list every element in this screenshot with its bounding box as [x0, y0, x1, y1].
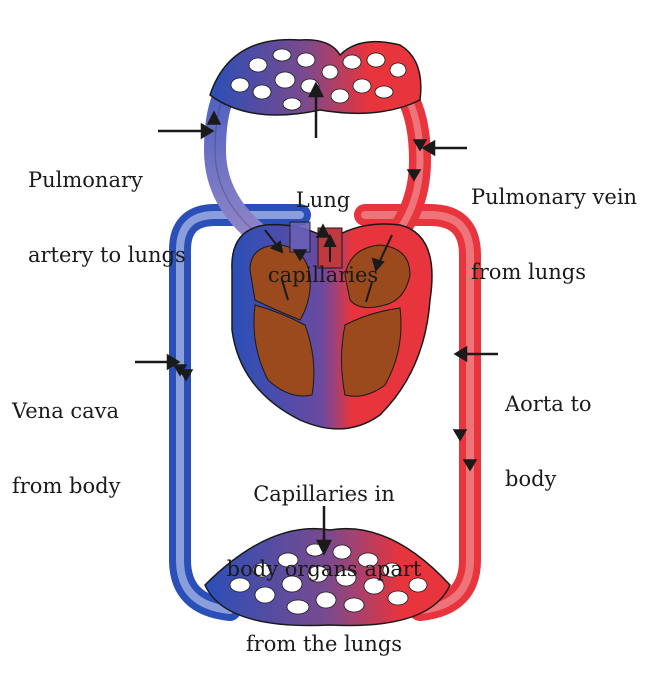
- vena-cava-label-line1: Vena cava: [12, 399, 120, 423]
- vena-cava-label: Vena cava from body: [12, 349, 120, 524]
- pulmonary-vein-label-line2: from lungs: [471, 260, 587, 284]
- pulmonary-artery-label-line2: artery to lungs: [28, 243, 186, 267]
- aorta-label-line2: body: [505, 467, 557, 491]
- aorta-label-line1: Aorta to: [505, 392, 592, 416]
- body-capillary-bed: [204, 527, 451, 627]
- heart: [231, 221, 433, 430]
- flow-arrows: [172, 110, 478, 472]
- pulmonary-vein-label-line1: Pulmonary vein: [471, 185, 638, 209]
- pulmonary-vein-label: Pulmonary vein from lungs: [471, 135, 637, 310]
- body-capillaries-label-line2: body organs apart: [226, 557, 422, 581]
- lung-capillaries-label: Lung capillaries: [264, 138, 382, 313]
- lung-capillaries-label-line1: Lung: [295, 188, 351, 212]
- pulmonary-artery-label: Pulmonary artery to lungs: [28, 118, 186, 293]
- body-capillaries-label-line3: from the lungs: [245, 632, 403, 656]
- pointer-lines: [135, 81, 498, 556]
- body-capillaries-label-line1: Capillaries in: [253, 482, 395, 506]
- systemic-circulation: [169, 204, 481, 621]
- vena-cava-label-line2: from body: [12, 474, 121, 498]
- lung-capillary-bed: [209, 38, 422, 116]
- body-capillaries-label: Capillaries in body organs apart from th…: [222, 432, 426, 682]
- pulmonary-artery-label-line1: Pulmonary: [28, 168, 143, 192]
- aorta-label: Aorta to body: [505, 342, 592, 517]
- lung-capillaries-label-line2: capillaries: [267, 263, 379, 287]
- circulation-diagram: [135, 38, 498, 627]
